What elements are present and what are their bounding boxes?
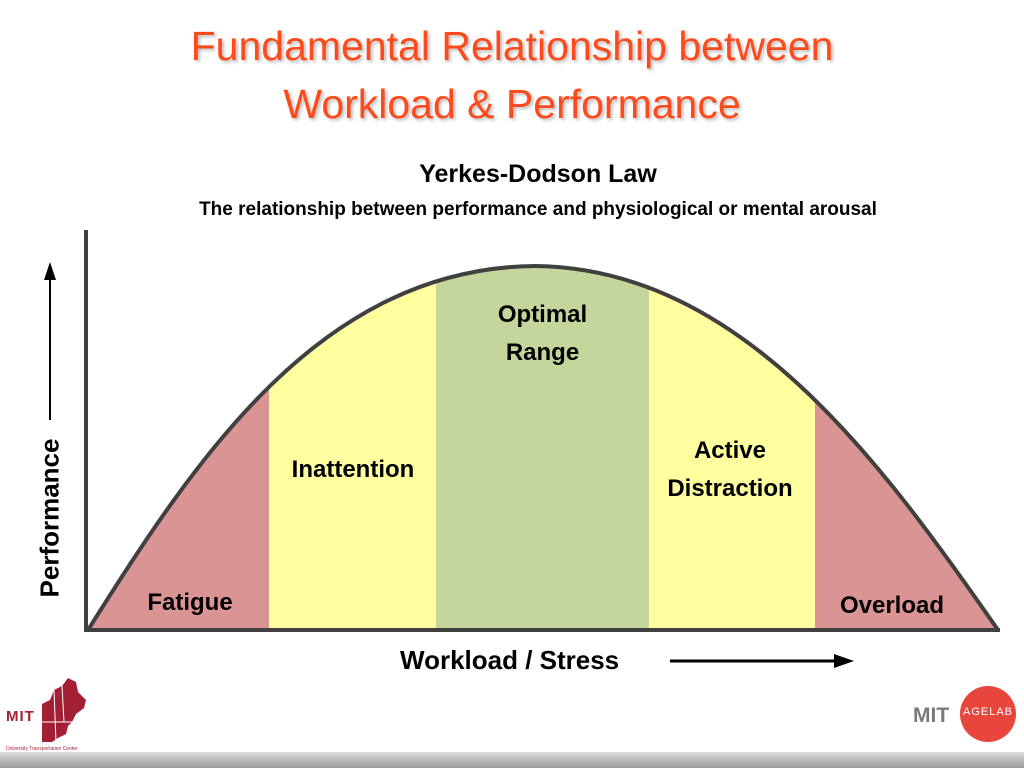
zone-label-optimal: Optimal Range [497,301,588,366]
y-axis-label: Performance [34,438,65,598]
agelab-badge-text: AGELAB [962,706,1014,718]
agelab-badge: AGELAB [960,686,1016,742]
zone-label-distraction: Active Distraction [667,437,793,502]
zone-label-inattention: Inattention [291,456,415,483]
zone-band-overload [815,266,998,630]
law-title: Yerkes-Dodson Law [419,160,657,188]
y-arrow-head-icon [44,262,56,280]
zone-band-inattention [269,266,436,630]
x-axis-label: Workload / Stress [400,645,620,675]
performance-curve [86,263,1000,632]
x-arrow-head-icon [834,654,854,668]
mit-utc-logo: MIT University Transportation Center [6,676,96,756]
mit-agelab-logo: MIT AGELAB [910,686,1020,746]
slide-title-line1: Fundamental Relationship between [190,23,834,69]
new-england-map-icon [42,678,86,743]
zone-label-overload: Overload [839,592,945,619]
law-subtitle: The relationship between performance and… [199,199,877,220]
zone-band-fatigue [88,266,269,630]
utc-subtext: University Transportation Center [6,746,78,752]
mit-agelab-text: MIT [913,704,950,727]
mit-utc-text: MIT [6,708,35,725]
bottom-bar [0,752,1024,768]
zone-band-optimal [436,266,649,630]
zone-label-fatigue: Fatigue [147,589,233,616]
slide-title-line2: Workload & Performance [283,81,741,127]
